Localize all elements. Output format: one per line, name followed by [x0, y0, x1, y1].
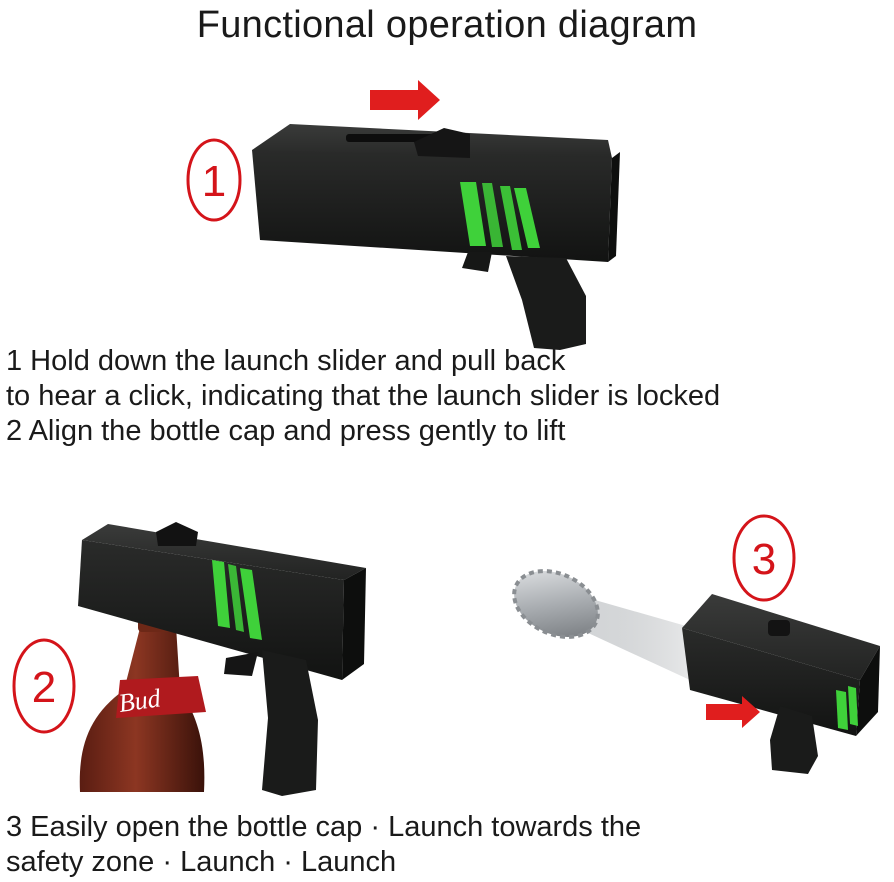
- step-2-marker: 2: [12, 638, 76, 734]
- launched-bottle-cap: [512, 569, 700, 680]
- diagram-title: Functional operation diagram: [196, 4, 698, 46]
- instruction-line: safety zone · Launch · Launch: [6, 846, 397, 878]
- instruction-step-3: 3 Easily open the bottle cap · Launch to…: [6, 810, 641, 880]
- pistol-grip: [770, 706, 818, 774]
- launcher-device-2: [78, 522, 366, 796]
- bottle: Bud: [79, 616, 206, 792]
- svg-text:3: 3: [752, 535, 776, 584]
- pistol-grip: [506, 256, 586, 350]
- svg-text:Bud: Bud: [117, 683, 164, 718]
- launcher-device-3: [682, 594, 880, 774]
- instruction-line: 3 Easily open the bottle cap · Launch to…: [6, 811, 642, 843]
- green-stripe-decal: [836, 686, 858, 730]
- step-1-marker: 1: [186, 138, 242, 222]
- svg-text:1: 1: [202, 157, 226, 206]
- pistol-grip: [262, 650, 318, 796]
- launcher-device-1: [252, 124, 620, 350]
- green-stripe-decal: [212, 560, 262, 640]
- instruction-steps-1-2: 1 Hold down the launch slider and pull b…: [6, 344, 720, 449]
- trigger: [224, 652, 258, 676]
- instruction-line: 1 Hold down the launch slider and pull b…: [6, 345, 566, 377]
- instruction-line: 2 Align the bottle cap and press gently …: [6, 415, 566, 447]
- step-3-marker: 3: [732, 514, 796, 602]
- push-arrow-icon: [706, 696, 760, 728]
- launch-slider: [346, 128, 470, 158]
- instruction-line: to hear a click, indicating that the lau…: [6, 380, 721, 412]
- svg-text:2: 2: [32, 663, 56, 712]
- trigger: [462, 252, 492, 272]
- green-stripe-decal: [460, 182, 540, 250]
- push-arrow-icon: [370, 80, 440, 120]
